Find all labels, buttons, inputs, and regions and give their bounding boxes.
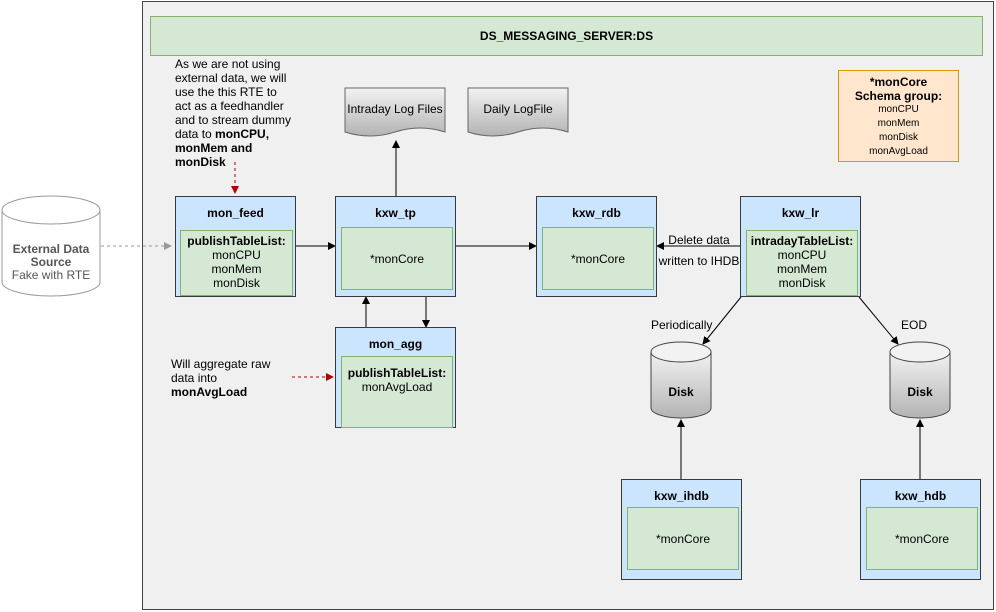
feed-note: As we are not using external data, we wi… — [175, 57, 315, 169]
list-item: monMem — [776, 262, 827, 276]
service-kxw-lr[interactable]: kxw_lr intradayTableList: monCPU monMem … — [740, 196, 861, 297]
hdb-disk-label: Disk — [907, 385, 933, 399]
schema-subtitle: Schema group: — [854, 89, 943, 103]
publish-table-list: publishTableList: monAvgLoad — [341, 356, 453, 428]
feed-note-line: As we are not using — [175, 57, 281, 71]
agg-note-line: Will aggregate raw — [171, 357, 271, 371]
feed-note-line: data to monCPU, — [175, 127, 315, 141]
list-header: publishTableList: — [347, 366, 447, 380]
agg-note-line: data into — [171, 371, 218, 385]
hdb-disk-cylinder — [889, 341, 951, 419]
schema-item: monCPU — [878, 104, 919, 115]
intraday-table-list: intradayTableList: monCPU monMem monDisk — [746, 230, 858, 296]
ihdb-disk-cylinder — [650, 341, 712, 419]
service-content: *monCore — [627, 507, 739, 570]
external-source-note: Fake with RTE — [11, 268, 91, 282]
edge-label-delete: Delete data written to IHDB — [658, 230, 740, 272]
schema-item: monAvgLoad — [869, 146, 928, 157]
list-item: monAvgLoad — [361, 380, 433, 394]
daily-logfile-label: Daily LogFile — [483, 102, 553, 116]
edge-label-periodically: Periodically — [651, 318, 713, 332]
list-header: publishTableList: — [187, 234, 286, 248]
service-title: kxw_hdb — [894, 489, 947, 503]
service-kxw-rdb[interactable]: kxw_rdb *monCore — [536, 196, 657, 297]
edge-lr-to-ihdb-disk — [702, 296, 742, 345]
external-source-subtitle: Source — [30, 255, 72, 269]
service-title: mon_feed — [207, 206, 264, 220]
feed-note-bold: monCPU, — [215, 127, 270, 141]
feed-note-line: act as a feedhandler — [175, 99, 284, 113]
service-title: mon_agg — [368, 337, 423, 351]
list-item: monDisk — [213, 276, 260, 290]
feed-note-line: monMem and — [175, 141, 253, 155]
service-kxw-hdb[interactable]: kxw_hdb *monCore — [860, 479, 981, 580]
service-title: kxw_tp — [375, 206, 416, 220]
list-item: monCPU — [777, 248, 827, 262]
service-content: *monCore — [341, 227, 453, 290]
feed-note-line: use the this RTE to — [175, 85, 277, 99]
service-title: kxw_ihdb — [654, 489, 709, 503]
edge-lr-to-hdb-disk — [858, 296, 899, 345]
schema-item: monDisk — [879, 132, 918, 143]
external-source-label: External Data Source Fake with RTE — [2, 243, 100, 282]
publish-table-list: publishTableList: monCPU monMem monDisk — [180, 230, 293, 296]
service-mon-feed[interactable]: mon_feed publishTableList: monCPU monMem… — [175, 196, 296, 297]
agg-note-line: monAvgLoad — [171, 385, 248, 399]
edge-label-line: Delete data — [668, 233, 730, 247]
list-header: intradayTableList: — [750, 234, 854, 248]
intraday-log-doc — [344, 87, 446, 137]
edge-label-line: written to IHDB — [658, 254, 740, 268]
server-banner: DS_MESSAGING_SERVER:DS — [150, 16, 983, 56]
intraday-log-label: Intraday Log Files — [347, 102, 443, 116]
service-title: kxw_lr — [781, 206, 820, 220]
list-item: monDisk — [778, 276, 826, 290]
list-item: monMem — [211, 262, 262, 276]
schema-group-box: *monCore Schema group: monCPU monMem mon… — [838, 70, 959, 162]
agg-note: Will aggregate raw data into monAvgLoad — [171, 357, 291, 399]
service-kxw-ihdb[interactable]: kxw_ihdb *monCore — [621, 479, 742, 580]
feed-note-line: external data, we will — [175, 71, 287, 85]
service-kxw-tp[interactable]: kxw_tp *monCore — [335, 196, 456, 297]
list-item: monCPU — [212, 248, 261, 262]
service-content: *monCore — [542, 227, 654, 290]
external-source-title: External Data — [12, 242, 90, 256]
feed-note-line: monDisk — [175, 155, 226, 169]
external-source-cylinder — [1, 195, 101, 297]
service-mon-agg[interactable]: mon_agg publishTableList: monAvgLoad — [335, 327, 456, 428]
feed-note-prefix: data to — [175, 127, 216, 141]
schema-title: *monCore — [869, 75, 928, 89]
daily-logfile-doc — [467, 87, 569, 137]
schema-item: monMem — [877, 118, 920, 129]
ihdb-disk-label: Disk — [668, 385, 694, 399]
feed-note-line: and to stream dummy — [175, 113, 292, 127]
service-title: kxw_rdb — [572, 206, 621, 220]
edge-label-eod: EOD — [901, 318, 928, 332]
service-content: *monCore — [866, 507, 978, 570]
